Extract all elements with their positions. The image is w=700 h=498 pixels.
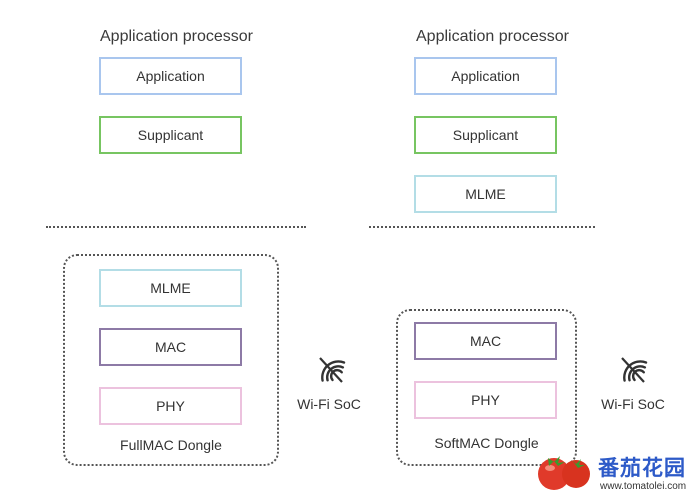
left-mac-box: MAC xyxy=(99,328,242,366)
right-mac-box: MAC xyxy=(414,322,557,360)
left-supplicant-box: Supplicant xyxy=(99,116,242,154)
right-supplicant-box: Supplicant xyxy=(414,116,557,154)
wifi-signal-icon xyxy=(621,357,648,383)
softmac-dongle-container xyxy=(396,309,577,466)
left-title: Application processor xyxy=(100,28,253,45)
left-mlme-box: MLME xyxy=(99,269,242,307)
fullmac-dongle-container xyxy=(63,254,279,466)
left-wifi-soc-label: Wi-Fi SoC xyxy=(297,396,361,412)
right-phy-box: PHY xyxy=(414,381,557,419)
right-mlme-box: MLME xyxy=(414,175,557,213)
right-separator xyxy=(369,226,595,228)
fullmac-dongle-label: FullMAC Dongle xyxy=(120,437,222,453)
left-separator xyxy=(46,226,306,228)
watermark-url: www.tomatolei.com xyxy=(600,481,687,492)
left-application-box: Application xyxy=(99,57,242,95)
right-title: Application processor xyxy=(416,28,569,45)
wifi-signal-icon xyxy=(319,357,346,383)
left-phy-box: PHY xyxy=(99,387,242,425)
tomato-logo xyxy=(538,456,590,490)
softmac-dongle-label: SoftMAC Dongle xyxy=(434,435,539,451)
right-wifi-soc-label: Wi-Fi SoC xyxy=(601,396,665,412)
watermark-name: 番茄花园 xyxy=(598,455,686,480)
right-application-box: Application xyxy=(414,57,557,95)
